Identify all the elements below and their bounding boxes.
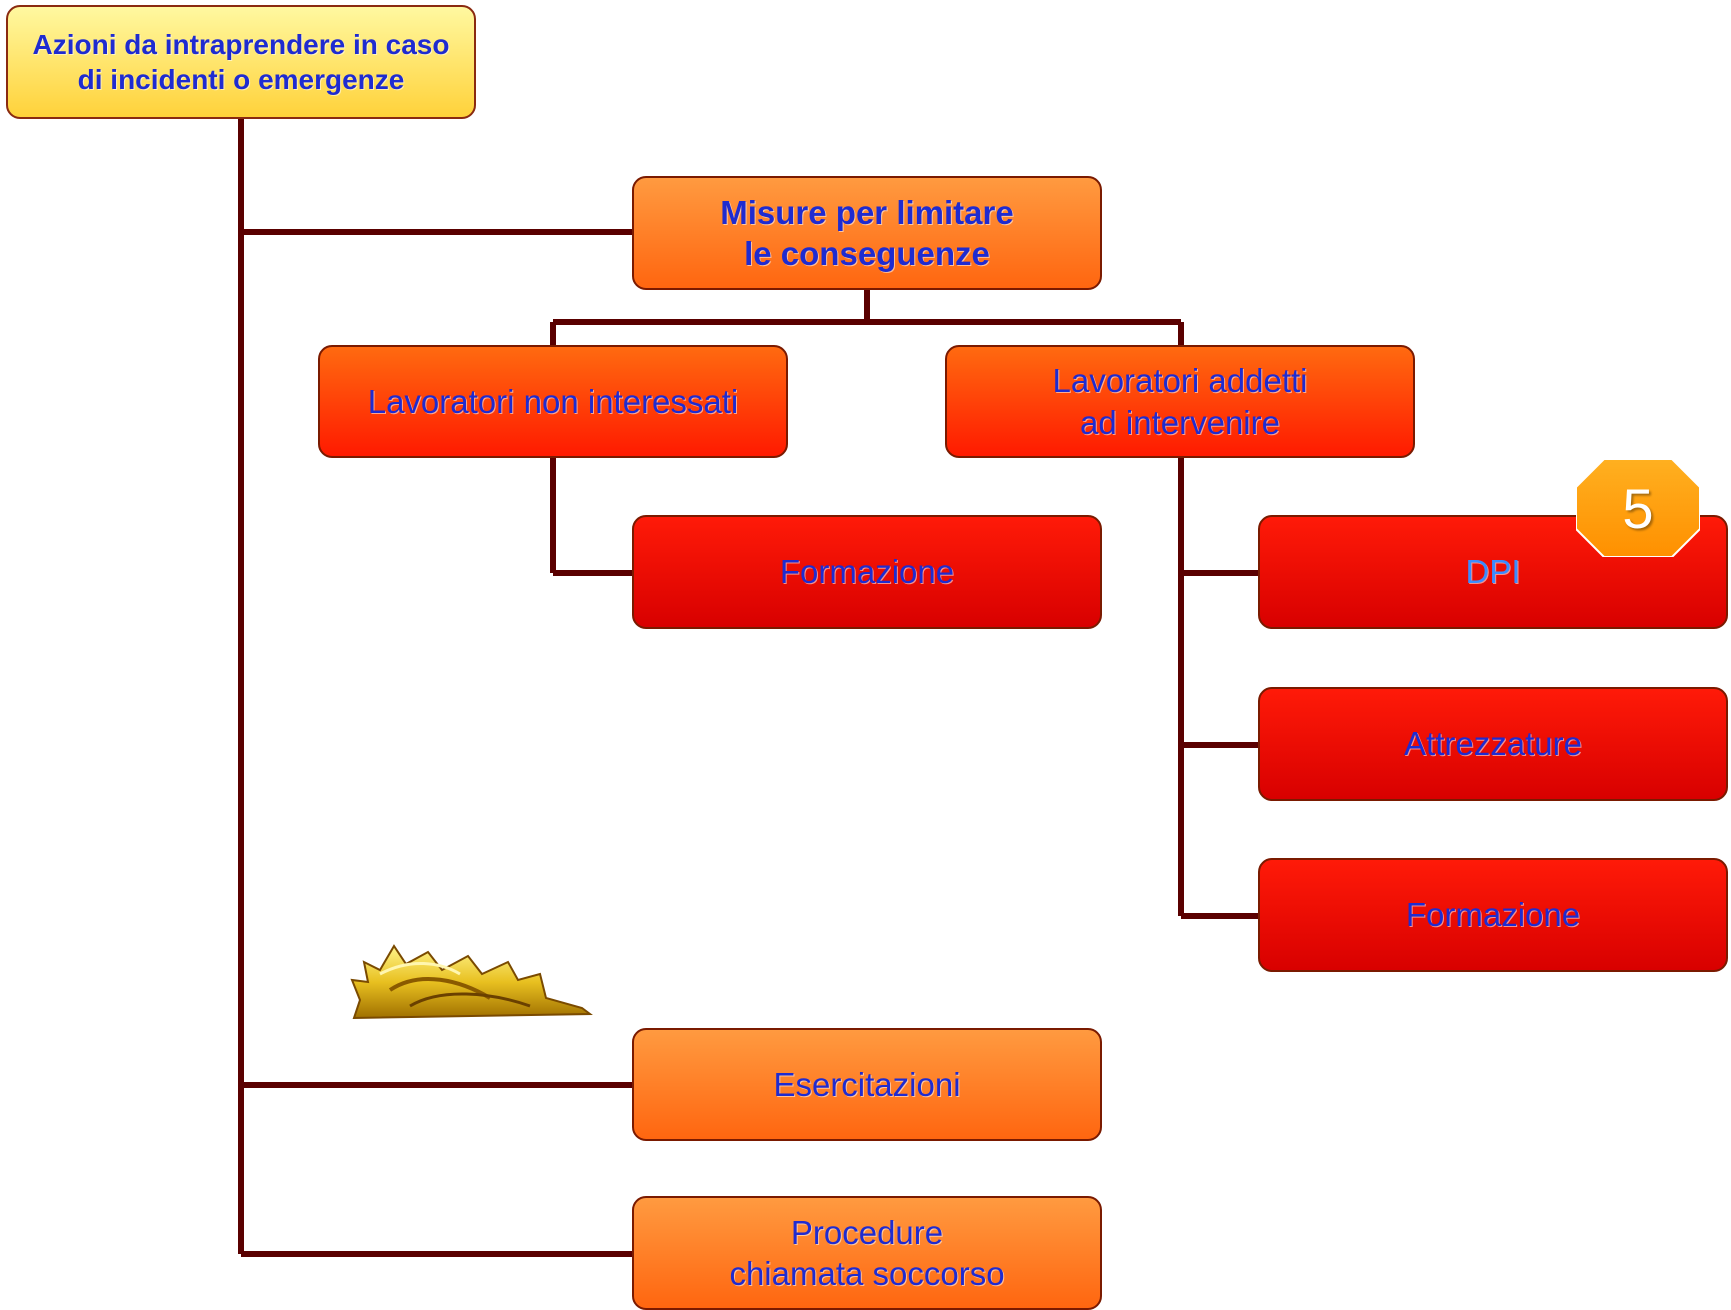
dpi-node-label: DPI	[1465, 553, 1521, 591]
non-interessati-node: Lavoratori non interessati	[318, 345, 788, 458]
procedure-node: Procedure chiamata soccorso	[632, 1196, 1102, 1310]
esercitazioni-node-label: Esercitazioni	[773, 1065, 961, 1103]
formazione-non-interessati-label: Formazione	[779, 553, 955, 591]
addetti-node-label: Lavoratori addetti ad intervenire	[1052, 362, 1308, 441]
root-node: Azioni da intraprendere in caso di incid…	[6, 5, 476, 119]
slide-number: 5	[1622, 476, 1654, 540]
formazione-addetti-label: Formazione	[1405, 896, 1581, 934]
root-node-label: Azioni da intraprendere in caso di incid…	[32, 29, 450, 95]
formazione-addetti-node: Formazione	[1258, 858, 1728, 972]
attrezzature-node: Attrezzature	[1258, 687, 1728, 801]
fire-icon	[350, 944, 593, 1020]
non-interessati-node-label: Lavoratori non interessati	[367, 382, 739, 420]
misure-node-label: Misure per limitare le conseguenze	[720, 193, 1014, 272]
formazione-non-interessati-node: Formazione	[632, 515, 1102, 629]
procedure-node-label: Procedure chiamata soccorso	[729, 1213, 1005, 1292]
attrezzature-node-label: Attrezzature	[1404, 725, 1582, 763]
addetti-node: Lavoratori addetti ad intervenire	[945, 345, 1415, 458]
slide-number-badge: 5	[1576, 459, 1700, 557]
esercitazioni-node: Esercitazioni	[632, 1028, 1102, 1141]
misure-node: Misure per limitare le conseguenze	[632, 176, 1102, 290]
